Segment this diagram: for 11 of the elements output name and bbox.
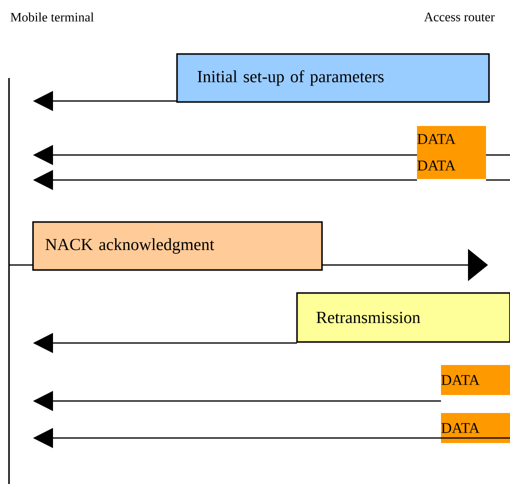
message-box: Retransmission xyxy=(296,292,510,343)
lane-heading: Access router xyxy=(424,12,495,22)
lane-heading: Mobile terminal xyxy=(10,12,94,22)
data-box: DATA xyxy=(417,126,486,152)
message-box: Initial set-up of parameters xyxy=(176,53,490,103)
node-label: DATA xyxy=(417,160,456,170)
message-box: NACK acknowledgment xyxy=(32,221,323,271)
data-box: DATA xyxy=(417,152,486,179)
data-box: DATA xyxy=(441,413,510,443)
data-box: DATA xyxy=(441,365,510,395)
node-label: DATA xyxy=(417,134,456,144)
